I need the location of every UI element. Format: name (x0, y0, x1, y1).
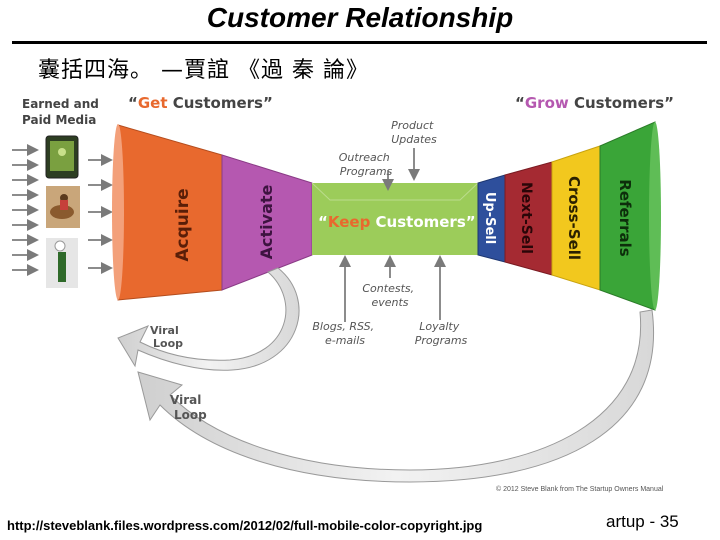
champagne-photo-icon (46, 238, 78, 288)
viral-loop-large-label: Viral Loop (170, 393, 207, 422)
stage-activate: Activate (257, 184, 276, 259)
get-customers-label: “Get Customers” (128, 94, 273, 112)
stage-next-sell: Next-Sell (518, 182, 534, 254)
funnel-end (649, 122, 661, 310)
copyright-note: © 2012 Steve Blank from The Startup Owne… (496, 486, 664, 493)
page-number: artup - 35 (606, 512, 679, 531)
stage-referrals: Referrals (616, 179, 634, 256)
funnel-acquire (113, 124, 223, 301)
viral-loop-large (137, 309, 654, 483)
grow-customers-label: “Grow Customers” (515, 94, 674, 112)
loyalty-programs-label: Loyalty Programs (415, 320, 468, 347)
keep-customers-label: “Keep Customers” (318, 213, 476, 231)
customer-funnel-diagram: Earned and Paid Media (12, 94, 674, 483)
slide-subtitle: 囊括四海。 —賈誼 《過 秦 論》 (38, 58, 369, 83)
incoming-arrows-left (12, 144, 39, 276)
product-updates-label: Product Updates (391, 119, 437, 146)
funnel-mouth (112, 124, 124, 300)
stage-up-sell: Up-Sell (482, 192, 497, 244)
title-rule (12, 41, 707, 44)
incoming-arrows-right (88, 154, 113, 274)
slide-title: Customer Relationship (206, 2, 514, 33)
blogs-rss-label: Blogs, RSS, e-mails (312, 320, 377, 347)
earned-media-label: Earned and Paid Media (22, 97, 103, 127)
viral-loop-small (117, 267, 300, 371)
funnel-keep (312, 183, 478, 255)
source-url[interactable]: http://steveblank.files.wordpress.com/20… (7, 518, 483, 533)
contests-events-label: Contests, events (362, 282, 417, 309)
stage-acquire: Acquire (173, 188, 193, 261)
stage-cross-sell: Cross-Sell (565, 176, 583, 260)
viral-loop-small-label: Viral Loop (150, 324, 183, 350)
phone-icon (45, 135, 79, 179)
horse-rider-photo-icon (46, 186, 80, 228)
outreach-programs-label: Outreach Programs (339, 151, 394, 178)
